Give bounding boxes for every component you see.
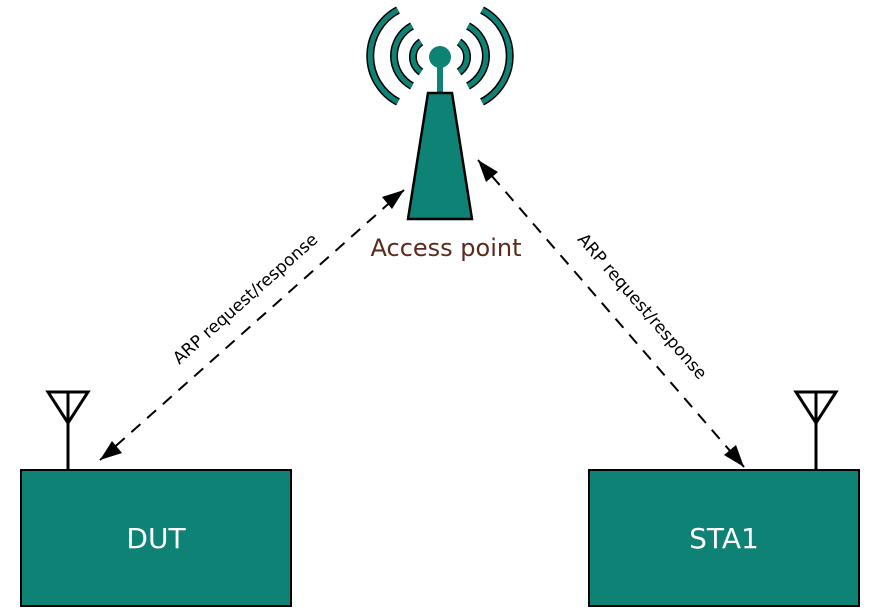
antenna-icon: [793, 390, 839, 474]
sta1-label: STA1: [689, 522, 759, 555]
link-label-left: ARP request/response: [169, 230, 322, 369]
link-label-right: ARP request/response: [573, 230, 711, 384]
sta1-box: [588, 469, 860, 607]
link-dut-ap: ARP request/response: [99, 189, 405, 461]
link-ap-sta1: ARP request/response: [477, 159, 745, 468]
arrowhead-ap-left: [382, 190, 404, 209]
dut-label: DUT: [126, 522, 186, 555]
dashed-link-line: [99, 189, 405, 461]
access-point-tower-icon: [366, 6, 514, 221]
ap-tip: [429, 46, 451, 68]
ap-mast: [437, 60, 443, 94]
access-point-label: Access point: [371, 234, 522, 262]
access-point: Access point: [366, 6, 522, 262]
node-dut: DUT: [20, 390, 292, 607]
signal-waves: [367, 7, 513, 105]
arrowhead-ap-right: [478, 160, 498, 182]
arrowhead-sta1: [724, 445, 744, 467]
ap-tower-body: [406, 91, 474, 221]
antenna-icon: [45, 390, 91, 474]
arrowhead-dut: [100, 441, 122, 460]
dashed-link-line: [477, 159, 745, 468]
node-sta1: STA1: [588, 390, 860, 607]
dut-box: [20, 469, 292, 607]
